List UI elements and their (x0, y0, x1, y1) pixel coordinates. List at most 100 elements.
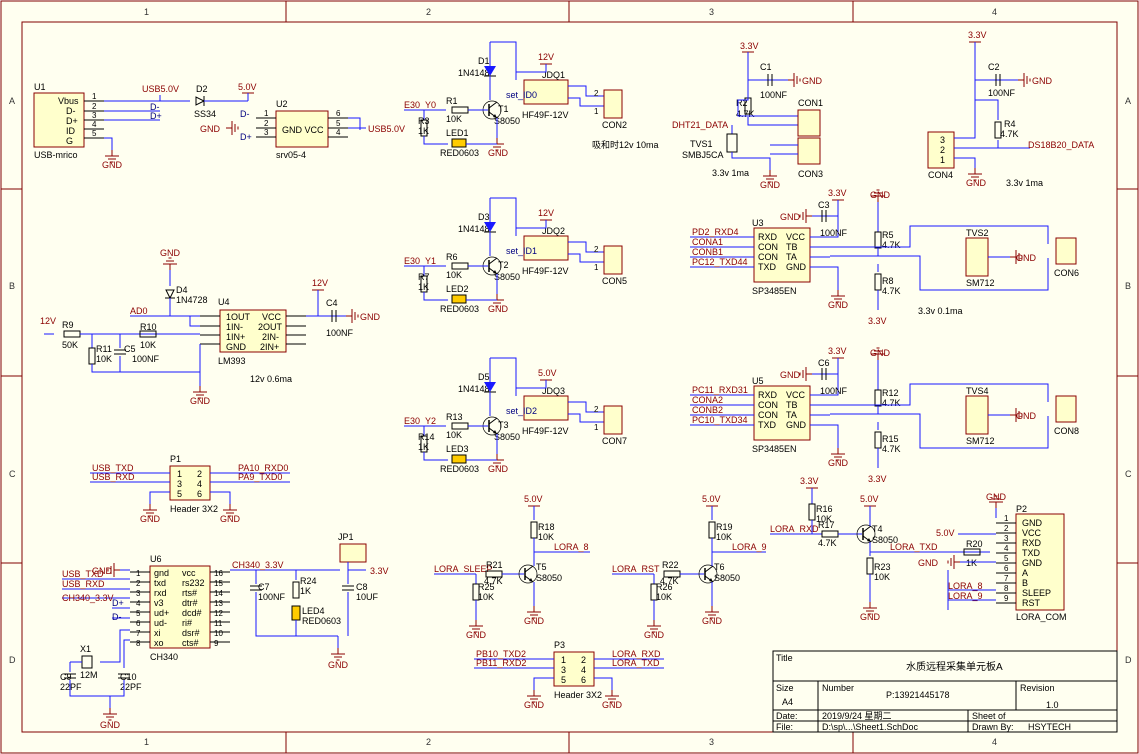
rs485-circuit-2[interactable]: U5SP3485ENRXDCONCONTXDVCCTBTAGNDPC11_RXD… (690, 346, 1079, 484)
svg-text:D-: D- (112, 612, 122, 622)
svg-text:1K: 1K (418, 442, 429, 452)
svg-text:1: 1 (264, 109, 269, 118)
svg-text:5: 5 (1004, 554, 1009, 563)
svg-text:PB10_TXD2: PB10_TXD2 (476, 649, 526, 659)
svg-text:C8: C8 (356, 582, 368, 592)
svg-text:CON: CON (758, 410, 778, 420)
lora-uart-level-shifter[interactable]: 3.3V R16 10K LORA_RXD R17 4.7K T4 S8050 … (770, 476, 990, 622)
svg-text:GND: GND (1016, 411, 1037, 421)
svg-text:Vbus: Vbus (58, 96, 79, 106)
svg-text:CON1: CON1 (798, 98, 823, 108)
svg-text:15: 15 (214, 579, 223, 588)
svg-text:LED1: LED1 (446, 128, 469, 138)
svg-text:S8050: S8050 (494, 432, 520, 442)
relay-1-note: 吸和时12v 10ma (592, 139, 659, 150)
ds18b20-sensor-circuit[interactable]: 3.3V C2 100NF GND R4 4.7K DS18B20_DATA 3… (927, 30, 1094, 188)
lora-reset-driver[interactable]: LORA_RST R26 10K GND R22 4.7K T6 S8050 5… (612, 494, 767, 640)
svg-text:T5: T5 (536, 562, 547, 572)
svg-text:R15: R15 (882, 434, 899, 444)
svg-text:1: 1 (594, 263, 599, 272)
lora-sleep-driver[interactable]: LORA_SLEEP R25 10K GND R21 4.7K T5 S8050… (434, 494, 590, 640)
svg-text:1N4148: 1N4148 (458, 384, 490, 394)
svg-text:GND: GND (1016, 253, 1037, 263)
svg-text:100NF: 100NF (326, 328, 354, 338)
svg-text:Header 3X2: Header 3X2 (554, 690, 602, 700)
zone-row-a-right: A (1125, 96, 1131, 106)
svg-text:5.0V: 5.0V (936, 528, 955, 538)
svg-text:12: 12 (214, 609, 223, 618)
svg-text:CON8: CON8 (1054, 426, 1079, 436)
dht21-sensor-circuit[interactable]: 3.3V C1 100NF GND R2 4.7K DHT21_DATA TVS… (672, 41, 823, 190)
svg-text:dcd#: dcd# (182, 608, 202, 618)
svg-text:VCC: VCC (786, 390, 806, 400)
svg-text:2: 2 (136, 579, 141, 588)
svg-text:1: 1 (1004, 514, 1009, 523)
svg-text:RXD: RXD (1022, 538, 1042, 548)
zone-row-b-right: B (1125, 281, 1131, 291)
svg-text:TA: TA (786, 410, 797, 420)
svg-text:GND: GND (780, 212, 801, 222)
svg-text:P1: P1 (170, 454, 181, 464)
svg-text:8: 8 (1004, 584, 1009, 593)
esd-protector-u2[interactable]: U2 GND VCC srv05-4 1 2 3 6 5 4 D- GND D+… (200, 99, 405, 160)
svg-text:TVS4: TVS4 (966, 386, 989, 396)
svg-text:3: 3 (1004, 534, 1009, 543)
svg-text:1: 1 (177, 469, 182, 479)
svg-text:LORA_COM: LORA_COM (1016, 612, 1067, 622)
svg-text:PC11_RXD31: PC11_RXD31 (692, 385, 748, 395)
svg-text:GND: GND (160, 248, 181, 258)
svg-text:USB5.0V: USB5.0V (368, 124, 405, 134)
usb-connector-u1[interactable]: U1 Vbus D- D+ ID G USB-mrico 1 2 3 4 5 (33, 82, 104, 160)
svg-text:U3: U3 (752, 218, 764, 228)
svg-text:GND: GND (870, 348, 891, 358)
svg-text:GND: GND (226, 342, 247, 352)
header-p1[interactable]: P1 1 2 3 4 5 6 Header 3X2 USB_TXD USB_RX… (90, 454, 290, 524)
svg-text:6: 6 (581, 675, 586, 685)
svg-text:PB11_RXD2: PB11_RXD2 (476, 658, 526, 668)
svg-text:LED3: LED3 (446, 444, 469, 454)
zone-row-c: C (9, 469, 16, 479)
svg-text:10K: 10K (140, 340, 156, 350)
svg-text:CH340_3.3V: CH340_3.3V (232, 560, 284, 570)
svg-text:v3: v3 (154, 598, 164, 608)
svg-text:C1: C1 (760, 62, 772, 72)
svg-text:SM712: SM712 (966, 436, 995, 446)
svg-text:GND: GND (92, 566, 113, 576)
rs485-circuit-1[interactable]: U3SP3485ENRXDCONCONTXDVCCTBTAGNDPD2_RXD4… (690, 188, 1079, 326)
svg-text:2: 2 (197, 469, 202, 479)
svg-text:12V: 12V (40, 316, 56, 326)
svg-text:GND: GND (802, 76, 823, 86)
svg-text:3.3V: 3.3V (868, 474, 887, 484)
svg-text:3: 3 (177, 479, 182, 489)
svg-text:C3: C3 (818, 200, 830, 210)
svg-text:T4: T4 (872, 524, 883, 534)
svg-text:GND: GND (100, 720, 121, 730)
svg-text:RST: RST (1022, 598, 1041, 608)
svg-text:12v 0.6ma: 12v 0.6ma (250, 374, 292, 384)
svg-text:1K: 1K (418, 282, 429, 292)
svg-text:CON7: CON7 (602, 436, 627, 446)
zone-row-c-right: C (1125, 469, 1132, 479)
svg-text:vcc: vcc (182, 568, 196, 578)
usb-wiring: GND USB5.0V D- D+ D2 SS34 5.0V (102, 82, 257, 170)
svg-text:5: 5 (92, 129, 97, 138)
svg-text:DHT21_DATA: DHT21_DATA (672, 120, 728, 130)
svg-text:cts#: cts# (182, 638, 199, 648)
svg-text:srv05-4: srv05-4 (276, 150, 306, 160)
svg-text:SMBJ5CA: SMBJ5CA (682, 150, 724, 160)
svg-text:3.3V: 3.3V (868, 316, 887, 326)
svg-text:GND: GND (220, 514, 241, 524)
svg-text:RED0603: RED0603 (302, 616, 341, 626)
lm393-comparator-circuit[interactable]: GND D4 1N4728 AD0 12V R9 50K R10 10K R11… (40, 248, 381, 406)
svg-text:R25: R25 (478, 582, 495, 592)
svg-text:TVS2: TVS2 (966, 228, 989, 238)
svg-text:S8050: S8050 (536, 573, 562, 583)
svg-text:R20: R20 (966, 539, 983, 549)
svg-text:CON: CON (758, 242, 778, 252)
